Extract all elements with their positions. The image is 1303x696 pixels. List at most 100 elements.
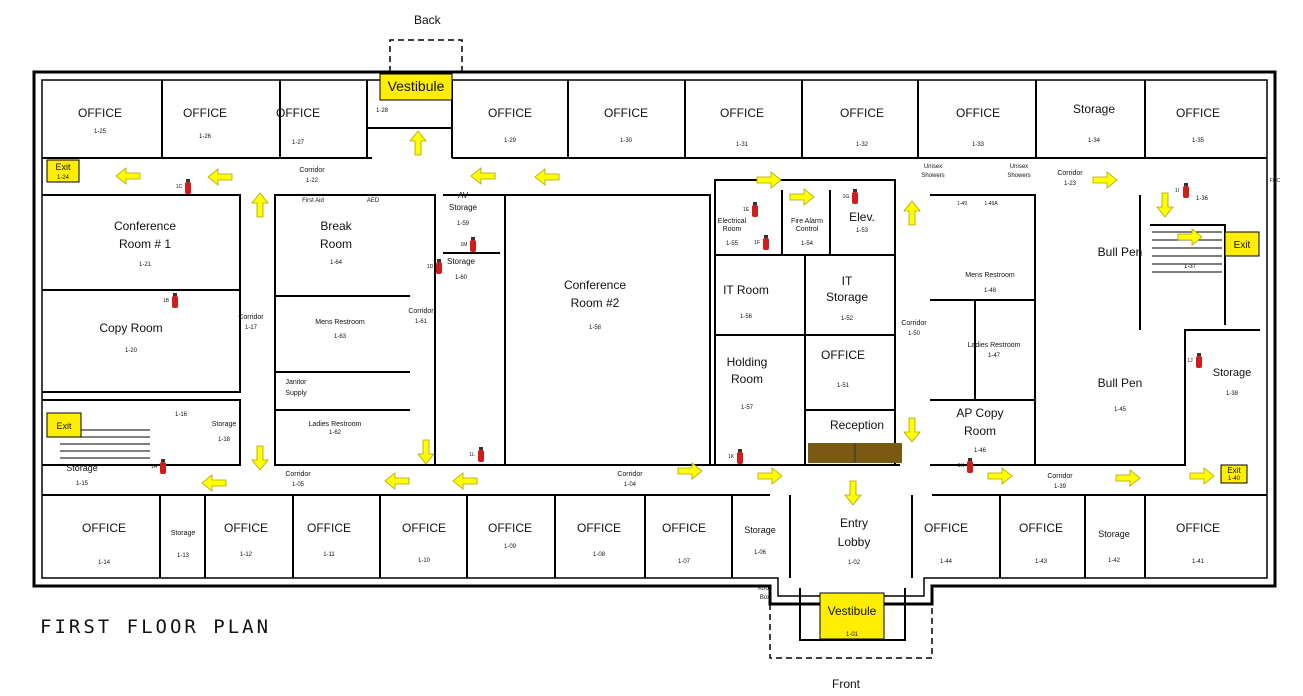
room-number: 1-11 xyxy=(323,552,335,558)
room-name: OFFICE xyxy=(956,106,1000,120)
label-knox-2: Box xyxy=(760,595,770,601)
extinguisher-id: 1E xyxy=(743,207,750,213)
room-number: 1-38 xyxy=(1226,391,1239,397)
evacuation-arrow-icon xyxy=(844,480,862,506)
room-r102a: Entry xyxy=(840,516,868,530)
room-name: Room #2 xyxy=(571,296,620,310)
room-r134: Storage 1-34 xyxy=(1073,102,1115,144)
room-name: Control xyxy=(796,226,819,233)
corridor-name: Corridor xyxy=(1057,170,1083,177)
room-name: Lobby xyxy=(838,535,871,549)
room-name: OFFICE xyxy=(402,521,446,535)
room-number: 1-34 xyxy=(1088,138,1101,144)
room-number: 1-12 xyxy=(240,552,253,558)
sign-label: Exit xyxy=(55,162,71,172)
room-number: 1-16 xyxy=(175,412,188,418)
room-name: OFFICE xyxy=(821,348,865,362)
room-number: 1-14 xyxy=(98,560,111,566)
room-name: Room # 1 xyxy=(119,237,171,251)
label-knox: Knox xyxy=(758,586,772,592)
evacuation-arrow-icon xyxy=(384,472,410,490)
evacuation-arrow-icon xyxy=(757,467,783,485)
sign-label: Exit xyxy=(1227,466,1241,475)
label-s149: 1-49 xyxy=(957,201,967,207)
corridor-number: 1-04 xyxy=(624,482,637,488)
room-r121a: Conference xyxy=(114,219,176,233)
room-r158: Room #21-58 xyxy=(571,296,620,331)
evacuation-arrow-icon xyxy=(534,168,560,186)
walls xyxy=(32,39,1277,659)
room-name: OFFICE xyxy=(82,521,126,535)
plan-title: FIRST FLOOR PLAN xyxy=(40,616,272,638)
room-number: 1-59 xyxy=(457,221,470,227)
extinguisher-id: 1J xyxy=(1187,358,1193,364)
room-r154a: Fire Alarm xyxy=(791,218,823,225)
evacuation-arrow-icon xyxy=(417,439,435,465)
evacuation-arrow-icon xyxy=(677,462,703,480)
evacuation-arrow-icon xyxy=(789,188,815,206)
extinguisher-id: 1L xyxy=(469,452,475,458)
room-number: 1-18 xyxy=(218,437,231,443)
room-r114: OFFICE 1-14 xyxy=(82,521,126,566)
room-number: 1-10 xyxy=(418,558,431,564)
room-name: IT xyxy=(842,274,853,288)
room-r152: Storage 1-52 xyxy=(826,290,868,322)
room-reception: Reception xyxy=(830,418,884,432)
room-name: Conference xyxy=(564,278,626,292)
room-janitor2: Supply xyxy=(285,390,307,397)
room-number: 1-37 xyxy=(1184,264,1197,270)
corridor-name: Corridor xyxy=(238,314,264,321)
room-number: 1-60 xyxy=(455,275,468,281)
fire-extinguisher-icon: 1E xyxy=(743,202,758,217)
room-name: AP Copy xyxy=(956,406,1003,420)
room-number: 1-52 xyxy=(841,316,854,322)
evacuation-arrow-icon xyxy=(251,192,269,218)
room-name: OFFICE xyxy=(662,521,706,535)
room-name: Storage xyxy=(1073,102,1115,116)
room-number: 1-32 xyxy=(856,142,869,148)
label-unisex2: Unisex xyxy=(1010,164,1028,170)
room-number: 1-46 xyxy=(974,448,987,454)
sign-number: 1-24 xyxy=(57,175,70,181)
front-label: Front xyxy=(832,677,861,691)
room-number: 1-45 xyxy=(1114,407,1127,413)
fire-extinguisher-icon: 1G xyxy=(843,189,858,204)
label-fdc: FDC xyxy=(1270,178,1281,184)
fire-extinguisher-icon: 1I xyxy=(1175,183,1189,198)
room-number: 1-31 xyxy=(736,142,749,148)
corridor-name: Corridor xyxy=(285,471,311,478)
room-r146a: AP Copy xyxy=(956,406,1003,420)
room-name: Conference xyxy=(114,219,176,233)
fire-extinguisher-icon: 1L xyxy=(469,447,484,462)
room-name: OFFICE xyxy=(276,106,320,120)
evacuation-arrow-icon xyxy=(1115,469,1141,487)
room-name: Storage xyxy=(171,530,196,537)
room-name: OFFICE xyxy=(183,106,227,120)
evacuation-arrow-icon xyxy=(903,200,921,226)
evacuation-arrow-icon xyxy=(201,474,227,492)
room-number: 1-64 xyxy=(330,260,343,266)
room-name: Storage xyxy=(826,290,868,304)
fire-extinguisher-icon: 1A xyxy=(151,459,166,474)
room-number: 1-55 xyxy=(726,241,739,247)
evacuation-arrow-icon xyxy=(1189,467,1215,485)
